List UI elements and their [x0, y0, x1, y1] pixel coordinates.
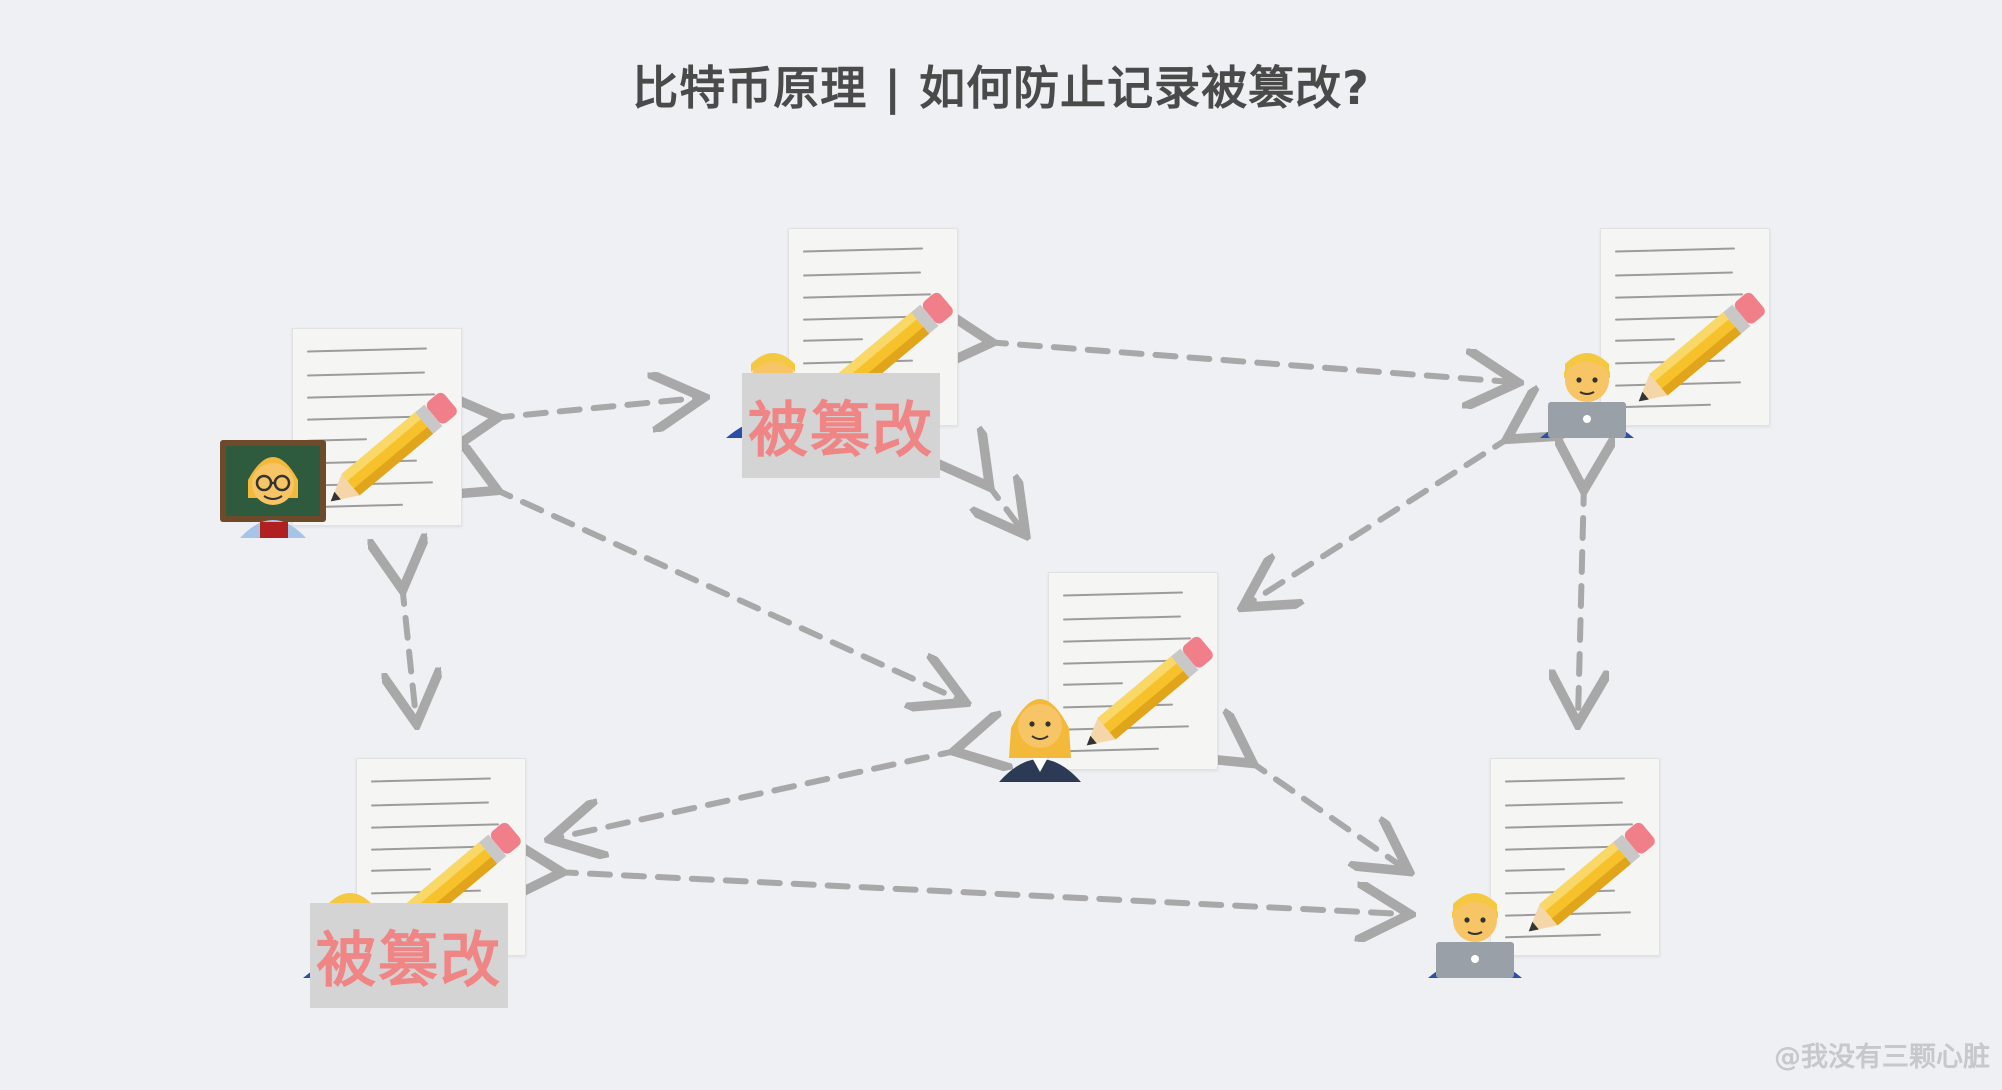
teacher-woman-icon — [218, 428, 328, 538]
handwriting-line — [1614, 247, 1736, 253]
arrow-teacher-center — [492, 488, 960, 700]
handwriting-line — [1062, 615, 1182, 621]
handwriting-line — [370, 777, 492, 783]
arrow-bottom-left-bottom-right — [556, 872, 1404, 914]
tampered-label: 被篡改 — [742, 373, 940, 478]
arrow-top-center-top-right — [986, 342, 1512, 382]
arrow-teacher-top-center — [492, 398, 698, 418]
arrow-top-right-bottom-right — [1578, 484, 1584, 718]
page-title: 比特币原理 | 如何防止记录被篡改? — [632, 61, 1370, 115]
handwriting-line — [1504, 777, 1626, 783]
handwriting-line — [1504, 801, 1624, 807]
handwriting-line — [306, 347, 428, 353]
handwriting-line — [1614, 271, 1734, 277]
arrow-center-bottom-left — [556, 750, 960, 838]
handwriting-line — [802, 247, 924, 253]
tampered-label: 被篡改 — [310, 903, 508, 1008]
handwriting-line — [306, 371, 426, 377]
arrow-teacher-bottom-left — [402, 584, 416, 718]
pencil-icon — [1509, 806, 1670, 955]
man-with-laptop-icon — [1532, 328, 1642, 438]
pencil-icon — [311, 376, 472, 525]
watermark: @我没有三颗心脏 — [1774, 1042, 1990, 1073]
pencil-icon — [1619, 276, 1780, 425]
handwriting-line — [370, 801, 490, 807]
pencil-icon — [1067, 620, 1228, 769]
handwriting-line — [1062, 591, 1184, 597]
office-woman-icon — [985, 672, 1095, 782]
man-with-laptop-icon — [1420, 868, 1530, 978]
arrow-top-right-center — [1248, 436, 1512, 604]
arrow-top-center-center — [986, 482, 1022, 530]
handwriting-line — [802, 271, 922, 277]
arrow-center-bottom-right — [1248, 760, 1404, 868]
